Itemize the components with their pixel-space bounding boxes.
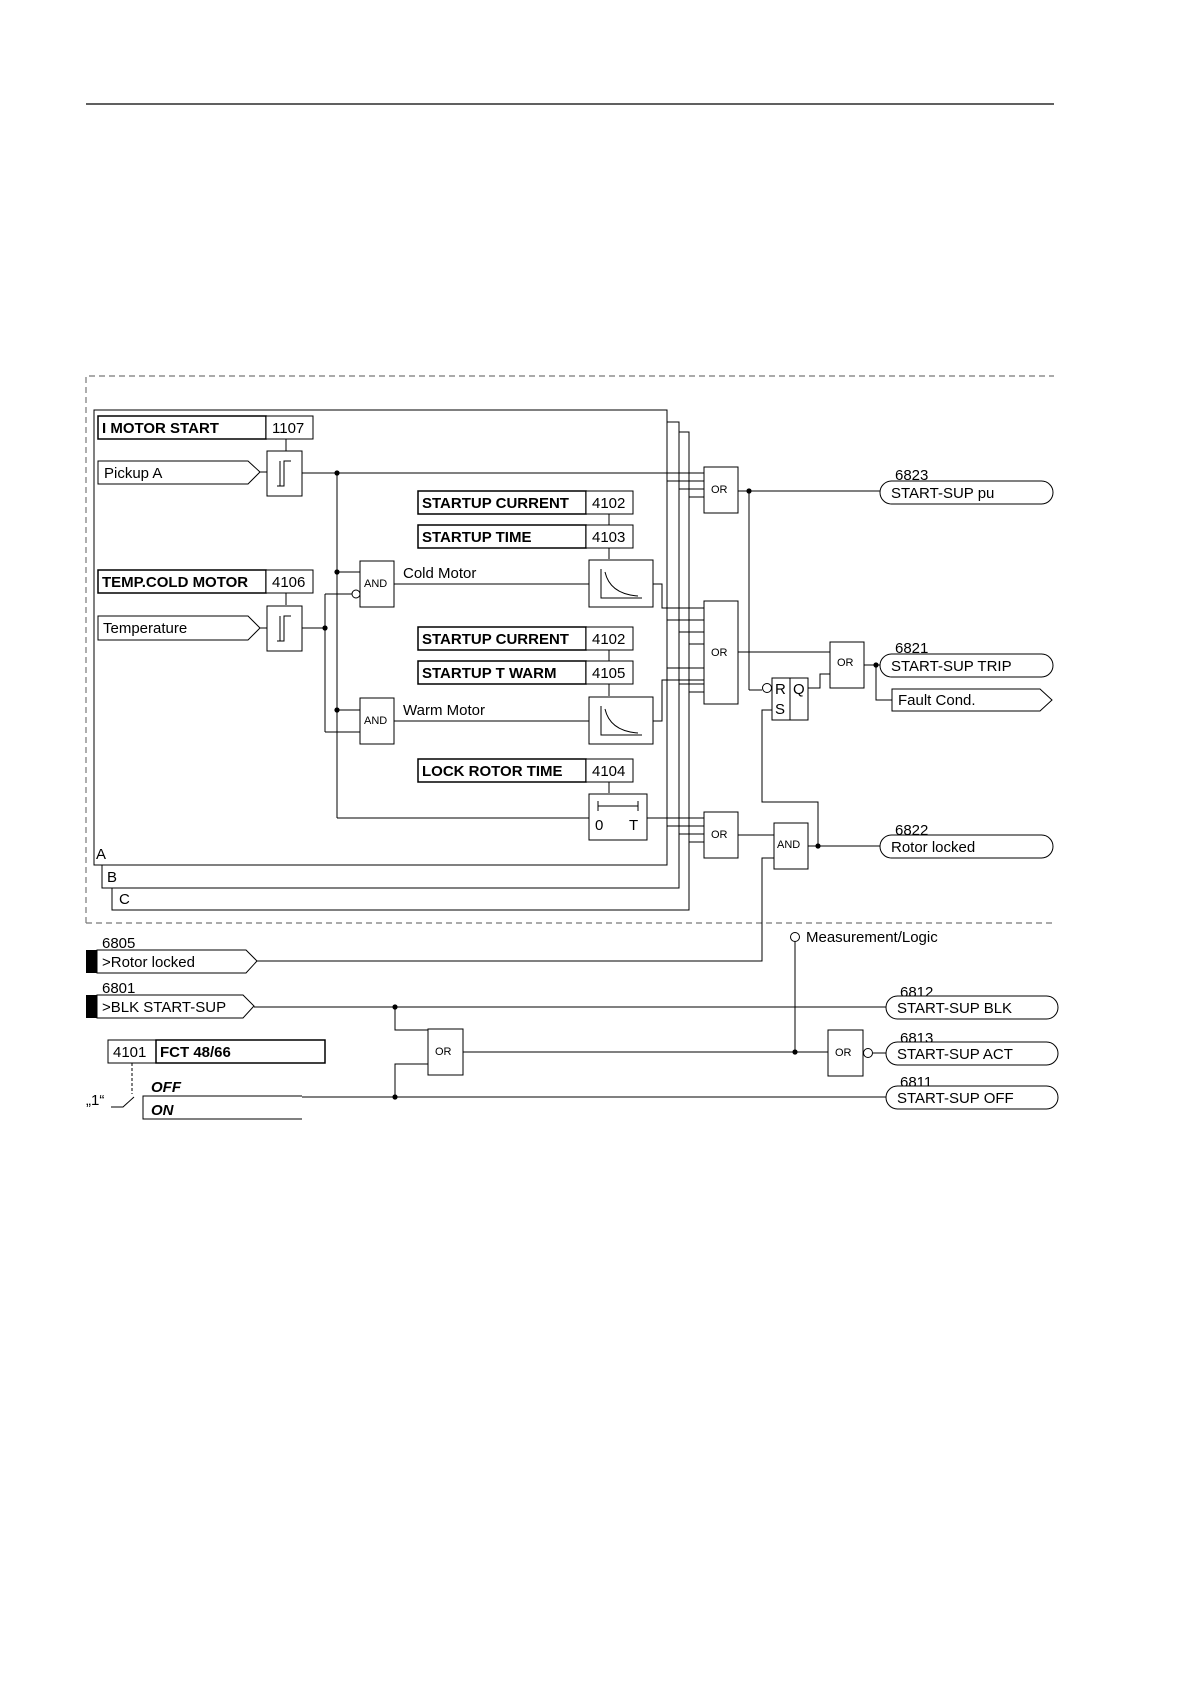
input-temperature-label: Temperature — [103, 620, 187, 637]
inverse-time-element-warm — [588, 696, 654, 745]
setting-fct — [155, 1039, 326, 1064]
or-gate-pickup-label: OR — [711, 484, 728, 496]
setting-startup-time-code: 4103 — [592, 529, 625, 546]
or-gate-act — [827, 1029, 864, 1077]
and-gate-rotor — [773, 822, 809, 870]
setting-lock-rotor-time-code: 4104 — [592, 763, 625, 780]
input-blk-code: 6801 — [102, 980, 135, 997]
inverter-circle — [351, 589, 361, 599]
setting-fct-label: FCT 48/66 — [160, 1044, 231, 1061]
output-act — [885, 1041, 1059, 1066]
setting-startup-current-cold-label: STARTUP CURRENT — [422, 495, 569, 512]
or-gate-act-label: OR — [835, 1047, 852, 1059]
input-blk-start-sup — [96, 994, 255, 1019]
input-marker — [86, 950, 97, 973]
output-pu-label: START-SUP pu — [891, 485, 994, 502]
output-pu-code: 6823 — [895, 467, 928, 484]
or-gate-lock — [703, 811, 739, 859]
output-rotor-locked-label: Rotor locked — [891, 839, 975, 856]
input-rotor-locked-label: >Rotor locked — [102, 954, 195, 971]
output-trip-code: 6821 — [895, 640, 928, 657]
setting-startup-current-cold-code: 4102 — [592, 495, 625, 512]
setting-lock-rotor-time-label: LOCK ROTOR TIME — [422, 763, 563, 780]
measurement-logic-connector — [790, 932, 800, 942]
output-off-label: START-SUP OFF — [897, 1090, 1014, 1107]
ff-s: S — [775, 701, 785, 718]
switch-one-label: „1“ — [86, 1092, 104, 1109]
or-gate-output-trip-label: OR — [837, 657, 854, 669]
setting-i-motor-start-label: I MOTOR START — [102, 420, 219, 437]
inverse-curve-icon — [604, 571, 639, 597]
inverse-time-element-cold — [588, 559, 654, 608]
inverter-circle — [863, 1048, 873, 1058]
output-trip-label: START-SUP TRIP — [891, 658, 1012, 675]
input-pickup-label: Pickup A — [104, 465, 162, 482]
or-gate-output-trip — [829, 641, 865, 689]
inverse-curve-icon — [604, 708, 639, 734]
signal-warm-motor: Warm Motor — [403, 702, 485, 719]
or-gate-lock-label: OR — [711, 829, 728, 841]
ff-r: R — [775, 681, 786, 698]
output-fault-cond — [891, 688, 1053, 712]
timer-zero: 0 — [595, 817, 603, 834]
setting-temp-cold-motor-code: 4106 — [272, 574, 305, 591]
ff-q: Q — [793, 681, 805, 698]
input-marker — [86, 995, 97, 1018]
setting-i-motor-start-code-box — [265, 415, 314, 440]
measurement-logic-label: Measurement/Logic — [806, 929, 938, 946]
output-pu — [879, 480, 1054, 505]
input-rotor-locked-code: 6805 — [102, 935, 135, 952]
timer-t: T — [629, 817, 638, 834]
setting-startup-t-warm-code: 4105 — [592, 665, 625, 682]
output-act-label: START-SUP ACT — [897, 1046, 1013, 1063]
setting-startup-time-label: STARTUP TIME — [422, 529, 531, 546]
or-gate-block-label: OR — [435, 1046, 452, 1058]
measurement-region-border — [85, 375, 1054, 923]
and-gate-cold-label: AND — [364, 578, 387, 590]
output-off — [885, 1085, 1059, 1110]
phase-b-label: B — [107, 869, 117, 886]
input-rotor-locked — [96, 949, 258, 974]
output-fault-cond-label: Fault Cond. — [898, 692, 976, 709]
inverter-circle — [762, 683, 772, 693]
or-gate-trip-label: OR — [711, 647, 728, 659]
setting-temp-cold-motor-label: TEMP.COLD MOTOR — [102, 574, 248, 591]
setting-i-motor-start-code: 1107 — [272, 420, 304, 437]
setting-startup-t-warm-label: STARTUP T WARM — [422, 665, 556, 682]
output-blk — [885, 995, 1059, 1020]
switch-off-label: OFF — [151, 1079, 182, 1096]
input-pickup — [97, 460, 261, 485]
setting-startup-current-warm-code: 4102 — [592, 631, 625, 648]
switch-contact — [111, 1096, 135, 1108]
phase-c-label: C — [119, 891, 130, 908]
setting-temp-cold-motor-code-box — [265, 569, 314, 594]
output-blk-label: START-SUP BLK — [897, 1000, 1012, 1017]
and-gate-warm — [359, 697, 395, 745]
input-blk-start-sup-label: >BLK START-SUP — [102, 999, 226, 1016]
phase-a-label: A — [96, 846, 106, 863]
or-gate-pickup — [703, 466, 739, 514]
setting-startup-current-warm-label: STARTUP CURRENT — [422, 631, 569, 648]
signal-cold-motor: Cold Motor — [403, 565, 476, 582]
and-gate-rotor-label: AND — [777, 839, 800, 851]
input-temperature — [97, 615, 261, 641]
switch-on-label: ON — [151, 1102, 175, 1119]
output-rotor-locked — [879, 834, 1054, 859]
and-gate-warm-label: AND — [364, 715, 387, 727]
output-trip — [879, 653, 1054, 678]
setting-fct-code: 4101 — [113, 1044, 146, 1061]
delay-timer — [588, 793, 648, 841]
